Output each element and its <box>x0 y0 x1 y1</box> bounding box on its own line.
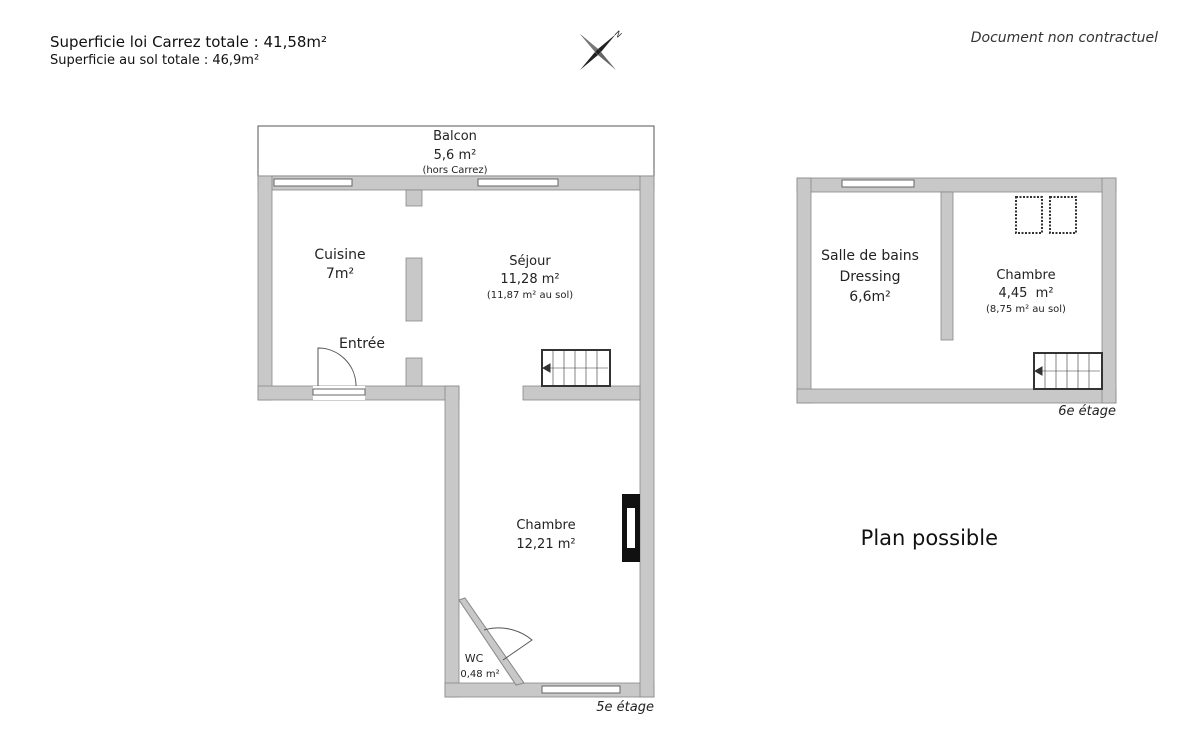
wc-area: 0,48 m² <box>460 669 499 680</box>
chambre6-area: 4,45 m² <box>998 286 1053 301</box>
north-label: N <box>613 29 624 40</box>
sol-total: Superficie au sol totale : 46,9m² <box>50 53 260 68</box>
sejour-name: Séjour <box>509 254 551 269</box>
chambre6-note: (8,75 m² au sol) <box>986 304 1066 315</box>
balcon-area: 5,6 m² <box>434 148 477 163</box>
stairs-5 <box>541 349 611 387</box>
compass-rose-icon: N <box>580 29 623 70</box>
window-6 <box>841 179 915 188</box>
chambre-name: Chambre <box>516 518 575 533</box>
wc-partition <box>458 597 533 686</box>
plan-label: Plan possible <box>860 526 998 550</box>
sejour-area: 11,28 m² <box>500 272 559 287</box>
sejour-note: (11,87 m² au sol) <box>487 290 573 301</box>
floor6-label: 6e étage <box>1058 404 1116 419</box>
stairs-6 <box>1033 352 1103 390</box>
floor5-label: 5e étage <box>596 700 654 715</box>
chambre-area: 12,21 m² <box>516 537 575 552</box>
fireplace <box>622 494 640 562</box>
cuisine-area: 7m² <box>326 266 354 282</box>
balcony <box>257 125 655 177</box>
sdb-name2: Dressing <box>839 269 900 285</box>
wc-name: WC <box>465 652 484 665</box>
skylight-icon <box>1015 196 1077 234</box>
windows-5 <box>273 178 621 694</box>
chambre6-name: Chambre <box>996 268 1055 283</box>
floor-5: Balcon 5,6 m² (hors Carrez) Cuisine 7m² … <box>257 125 655 715</box>
entry-door <box>317 347 357 387</box>
disclaimer: Document non contractuel <box>970 30 1158 46</box>
entree-name: Entrée <box>339 336 385 352</box>
sdb-name: Salle de bains <box>821 248 919 264</box>
cuisine-name: Cuisine <box>314 247 365 263</box>
balcon-name: Balcon <box>433 129 477 144</box>
sdb-area: 6,6m² <box>849 289 891 305</box>
carrez-total: Superficie loi Carrez totale : 41,58m² <box>50 33 328 51</box>
floor-6: Salle de bains Dressing 6,6m² Chambre 4,… <box>796 177 1117 419</box>
balcon-note: (hors Carrez) <box>422 165 487 176</box>
